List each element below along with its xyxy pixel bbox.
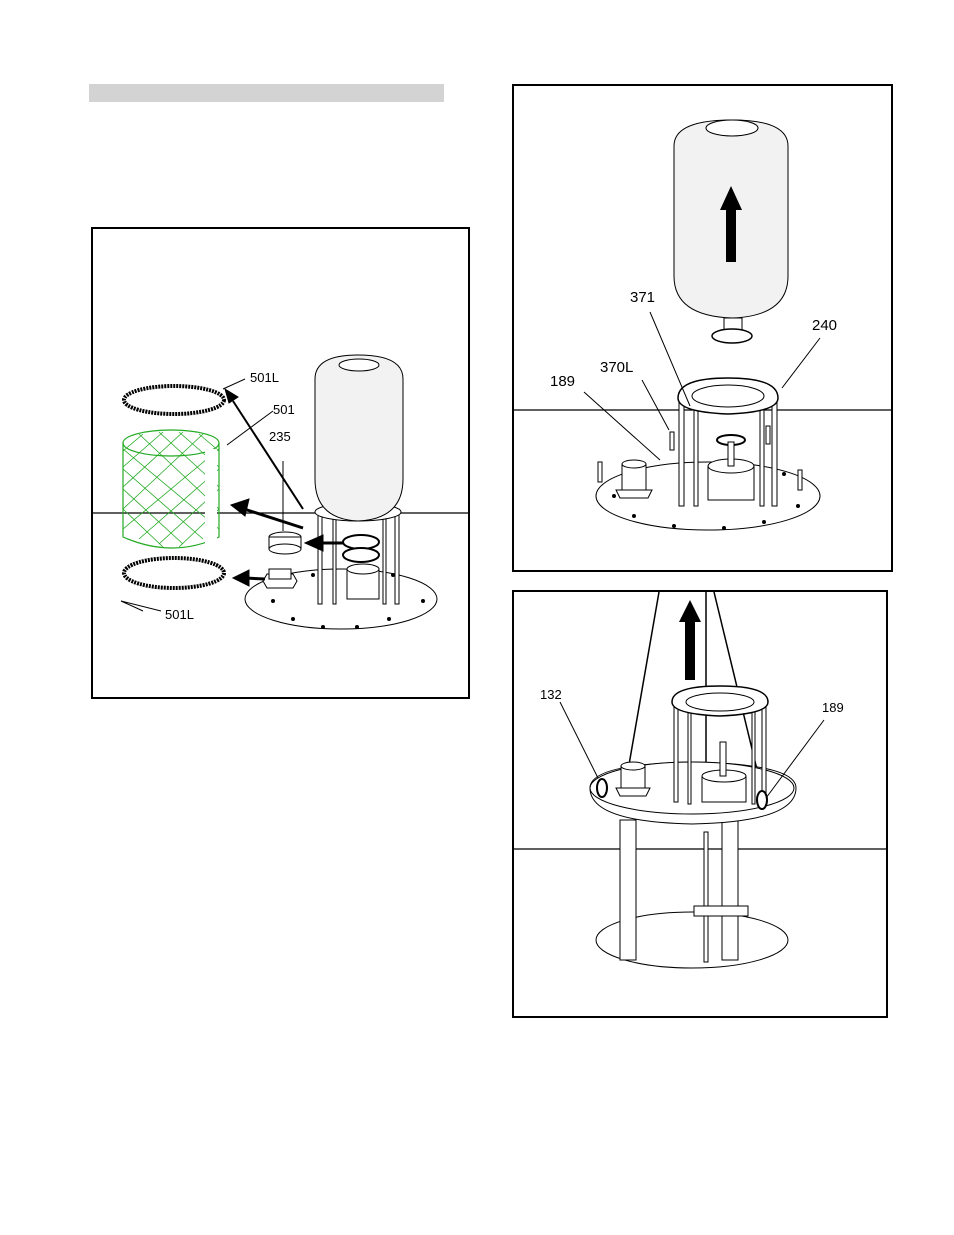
callout-132: 132 xyxy=(540,687,562,702)
mesh-screen xyxy=(123,430,219,549)
lift-arrow-icon xyxy=(679,600,701,680)
callout-501L-top: 501L xyxy=(250,370,279,385)
callout-189: 189 xyxy=(550,373,575,390)
tank-removal-drawing: 371 240 189 370L xyxy=(514,86,891,570)
figure-tank-removal: 371 240 189 370L xyxy=(512,84,893,572)
callout-501: 501 xyxy=(273,402,295,417)
assembly-lift-drawing: 132 189 xyxy=(514,592,886,1016)
callout-370L: 370L xyxy=(600,359,633,376)
figure-assembly-lift: 132 189 xyxy=(512,590,888,1018)
callout-235: 235 xyxy=(269,429,291,444)
pressure-tank xyxy=(315,355,403,521)
callout-371: 371 xyxy=(630,289,655,306)
callout-189: 189 xyxy=(822,700,844,715)
callout-501L-bottom: 501L xyxy=(165,607,194,622)
figure-exploded-filter-assembly: 501L 501 235 501L xyxy=(91,227,470,699)
section-header-bar xyxy=(89,84,444,102)
callout-240: 240 xyxy=(812,317,837,334)
exploded-filter-drawing: 501L 501 235 501L xyxy=(93,229,468,697)
